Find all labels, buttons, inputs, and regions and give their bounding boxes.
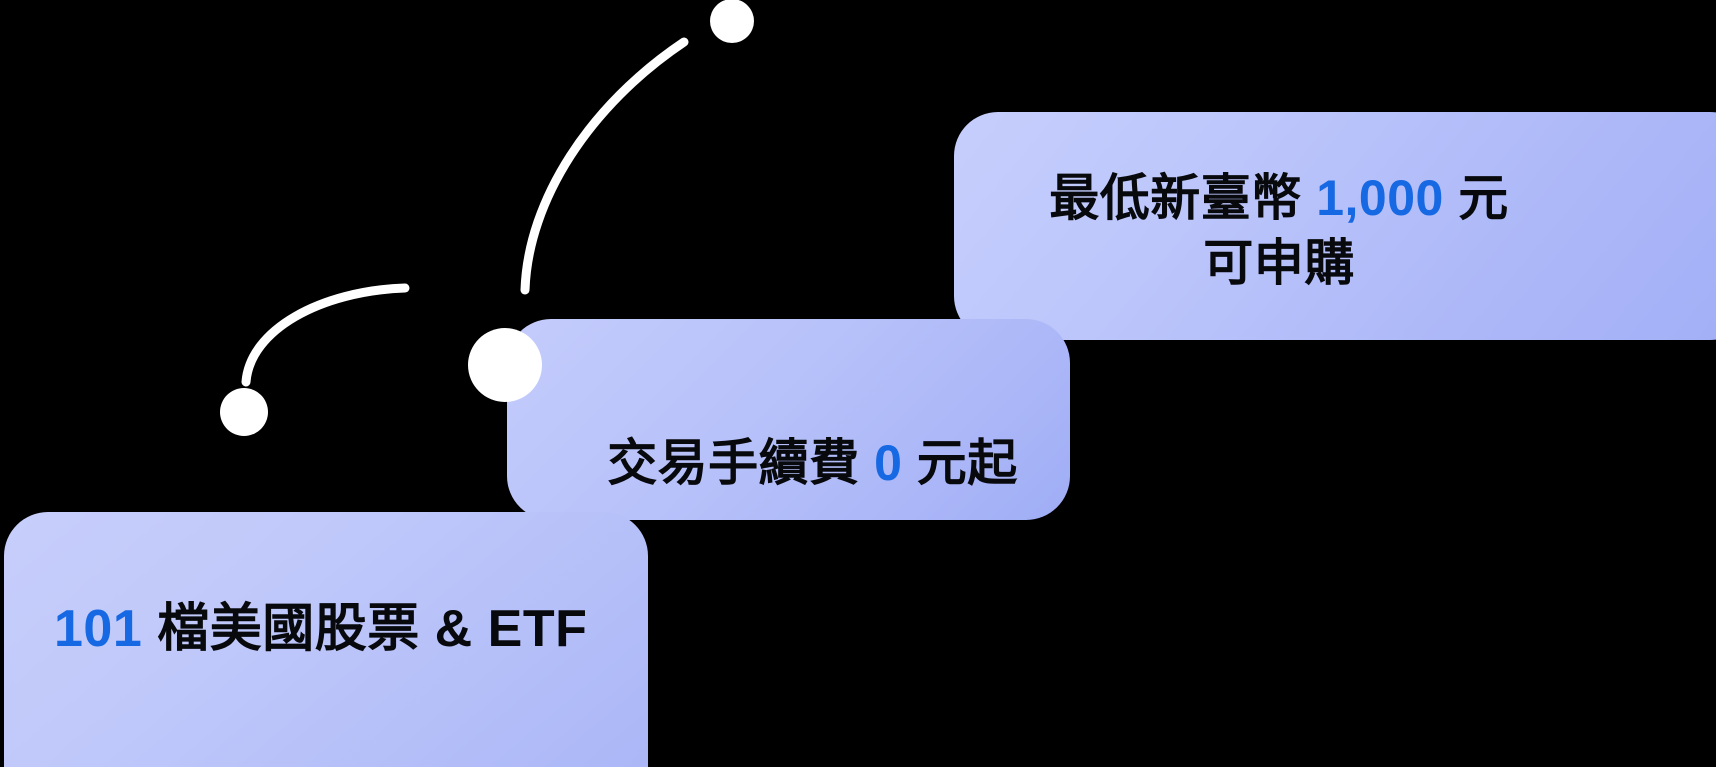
card-trading-fee[interactable]: 交易手續費 0 元起	[507, 319, 1070, 520]
card-trading-fee-suffix: 元起	[902, 435, 1018, 491]
card-stock-count-number: 101	[54, 600, 143, 659]
card-min-purchase-line1-suffix: 元	[1443, 170, 1509, 226]
card-min-purchase-amount: 1,000	[1316, 170, 1444, 226]
card-min-purchase[interactable]: 最低新臺幣 1,000 元可申購	[954, 112, 1716, 340]
card-stock-count-suffix: 檔美國股票 & ETF	[142, 600, 588, 659]
card-min-purchase-line2: 可申購	[1203, 235, 1355, 291]
lower-arc-line	[241, 283, 410, 387]
node-dot-top	[710, 0, 754, 43]
upper-arc-line	[520, 37, 689, 295]
node-dot-middle	[468, 328, 542, 402]
card-stock-count-text: 101 檔美國股票 & ETF	[4, 596, 648, 728]
card-trading-fee-text: 交易手續費 0 元起	[507, 343, 1070, 496]
card-trading-fee-prefix: 交易手續費	[607, 435, 875, 491]
card-min-purchase-line1-prefix: 最低新臺幣	[1049, 170, 1317, 226]
card-stock-count[interactable]: 101 檔美國股票 & ETF	[4, 512, 648, 767]
card-trading-fee-amount: 0	[874, 435, 903, 491]
node-dot-bottom	[220, 388, 268, 436]
card-min-purchase-text: 最低新臺幣 1,000 元可申購	[954, 156, 1716, 296]
